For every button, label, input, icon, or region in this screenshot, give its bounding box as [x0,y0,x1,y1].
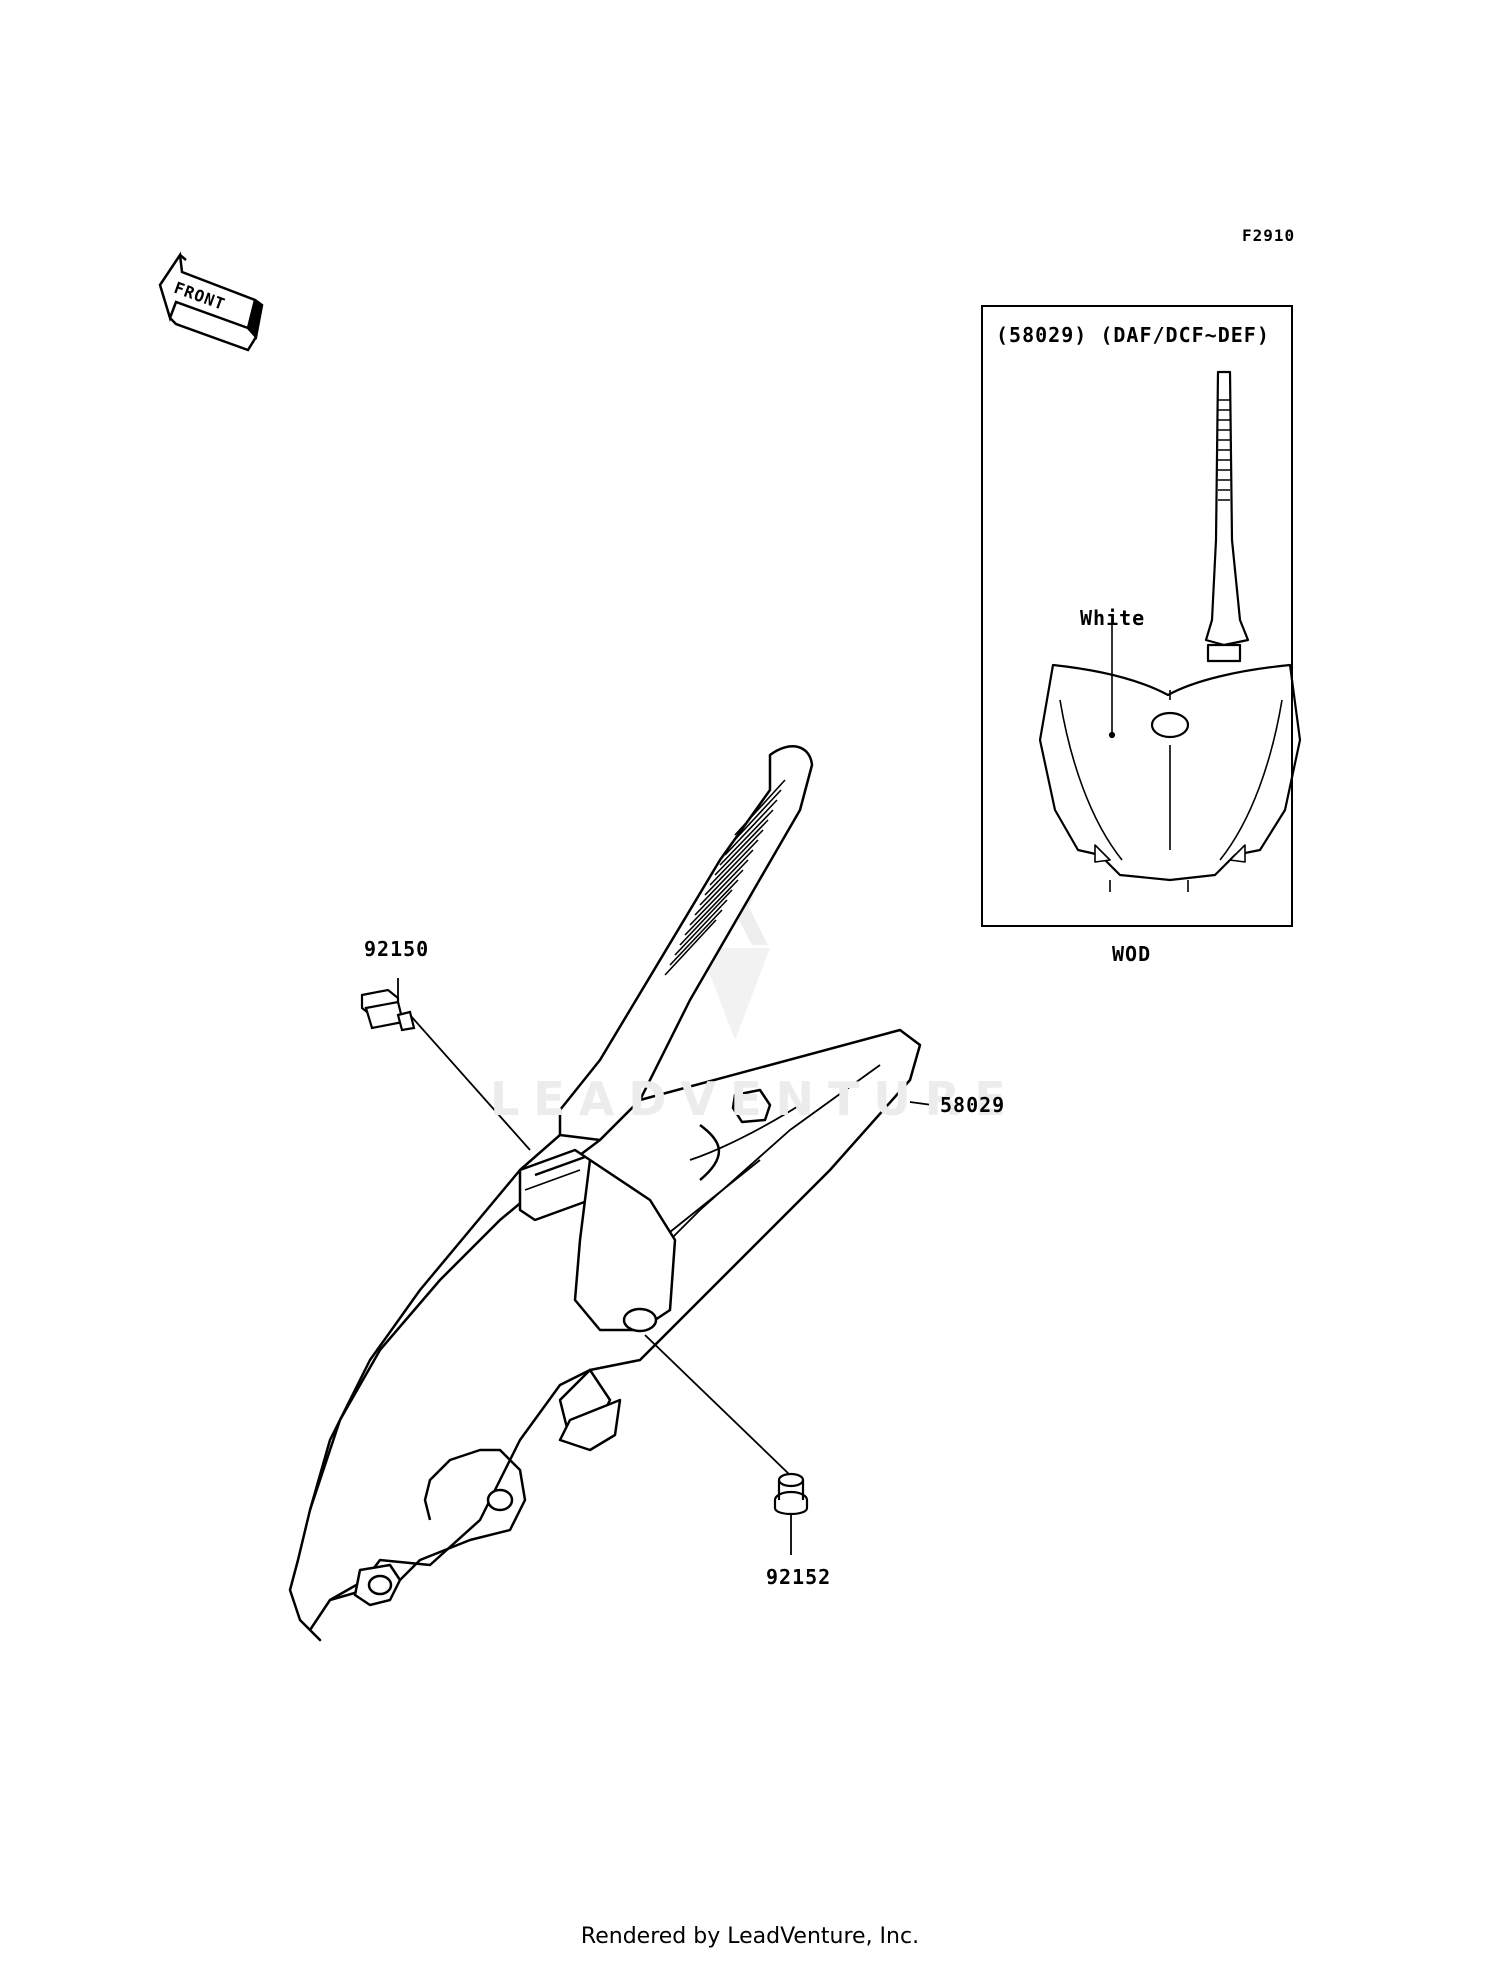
figure-code: F2910 [1242,226,1296,245]
inset-caption: WOD [1112,942,1152,966]
inset-box [981,305,1293,927]
callout-92152: 92152 [766,1565,832,1589]
watermark-text: LEADVENTURE [490,1072,1020,1126]
footer-credit: Rendered by LeadVenture, Inc. [580,1924,920,1949]
callout-92150: 92150 [364,937,430,961]
callout-58029: 58029 [940,1093,1006,1117]
side-cover-58029 [288,745,933,1642]
number-plate-wod [1038,370,1302,892]
collar-92152-icon [773,1472,809,1555]
bolt-92150-icon [360,978,416,1032]
inset-color-note: White [1080,606,1146,630]
inset-title: (58029) (DAF/DCF~DEF) [996,323,1270,347]
front-arrow-icon [158,251,264,352]
